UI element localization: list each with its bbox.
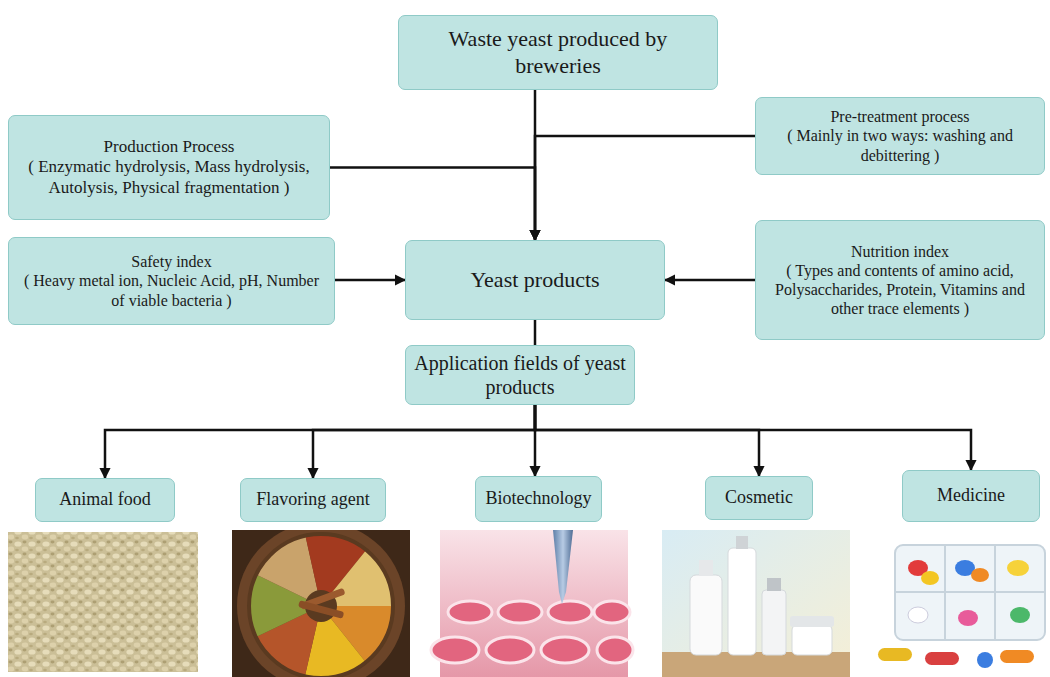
spice-wedge (285, 570, 357, 642)
box-heading: Medicine (937, 485, 1005, 507)
box-heading: Pre-treatment process (830, 107, 969, 126)
cream-jar (792, 625, 832, 655)
spice-wedge (285, 570, 357, 642)
pill (977, 652, 993, 668)
box-heading: Production Process (104, 137, 235, 157)
index-box: Safety index( Heavy metal ion, Nucleic A… (8, 237, 335, 325)
process-box: Pre-treatment process( Mainly in two way… (755, 97, 1045, 175)
connector-arrow (105, 405, 535, 478)
box-body: ( Mainly in two ways: washing and debitt… (764, 126, 1036, 164)
spice-wedge (285, 570, 357, 642)
field-box: Animal food (35, 478, 175, 522)
box-heading: Biotechnology (486, 488, 592, 510)
box-heading: Yeast products (470, 267, 599, 293)
biotech-photo (431, 530, 633, 677)
connector-arrow (665, 279, 755, 282)
box-heading: Application fields of yeast products (414, 351, 626, 399)
pellet-photo (8, 532, 198, 672)
bottle-cap (699, 560, 713, 576)
spice-tray (237, 530, 405, 677)
product-box: Yeast products (405, 240, 665, 320)
field-box: Cosmetic (705, 476, 813, 520)
application-box: Application fields of yeast products (405, 345, 635, 405)
connector-arrow (535, 136, 755, 240)
field-box: Biotechnology (475, 476, 602, 522)
bottle (690, 575, 722, 655)
well (594, 601, 630, 623)
field-box: Flavoring agent (240, 478, 386, 522)
field-box: Medicine (902, 470, 1040, 522)
pill (921, 571, 939, 585)
box-body: ( Heavy metal ion, Nucleic Acid, pH, Num… (17, 271, 326, 309)
shelf (662, 652, 850, 677)
index-box: Nutrition index( Types and contents of a… (755, 220, 1045, 340)
cosmetic-photo (662, 530, 850, 677)
box-heading: Animal food (59, 489, 151, 511)
spice-wedge (285, 570, 357, 642)
divider (895, 591, 1045, 593)
cosmetic-background (662, 530, 850, 677)
box-body: ( Types and contents of amino acid, Poly… (764, 261, 1036, 319)
box-heading: Cosmetic (725, 487, 793, 509)
box-heading: Waste yeast produced by breweries (407, 26, 709, 79)
medicine-background (870, 530, 1050, 677)
well (498, 601, 542, 623)
capsule (1000, 650, 1034, 663)
box-heading: Flavoring agent (256, 489, 369, 511)
connector-arrow (335, 279, 405, 282)
box-body: ( Enzymatic hydrolysis, Mass hydrolysis,… (17, 157, 321, 198)
well (486, 637, 534, 663)
source-box: Waste yeast produced by breweries (398, 15, 718, 90)
process-box: Production Process( Enzymatic hydrolysis… (8, 115, 330, 220)
connector-arrow (535, 405, 971, 470)
well (448, 601, 492, 623)
spice-wedge (285, 570, 357, 642)
well (541, 637, 589, 663)
spice-wedge (285, 570, 357, 642)
pipette-tip (553, 530, 573, 604)
well (548, 601, 592, 623)
pill-box (895, 545, 1045, 640)
bottle (728, 548, 756, 655)
connector-arrow (330, 168, 535, 241)
pill (958, 610, 978, 626)
tray-rim (249, 534, 393, 677)
bottle (762, 590, 786, 655)
medicine-photo (870, 530, 1050, 677)
capsule (925, 652, 959, 665)
jar-lid (790, 616, 834, 627)
capsule (878, 648, 912, 661)
connector-arrow (313, 405, 535, 478)
connector-arrow (535, 405, 759, 476)
connector-line (534, 320, 537, 345)
box-heading: Nutrition index (851, 242, 949, 261)
pill (1007, 560, 1029, 576)
well (597, 637, 633, 663)
spice-photo (232, 530, 410, 677)
pill (1010, 607, 1030, 623)
pill (971, 568, 989, 582)
spice-wedge (285, 570, 357, 642)
bottle-cap (767, 578, 781, 591)
box-heading: Safety index (131, 252, 211, 271)
pill (908, 607, 928, 623)
pump-head (736, 536, 748, 549)
well (431, 637, 479, 663)
cinnamon-stick (298, 600, 344, 619)
